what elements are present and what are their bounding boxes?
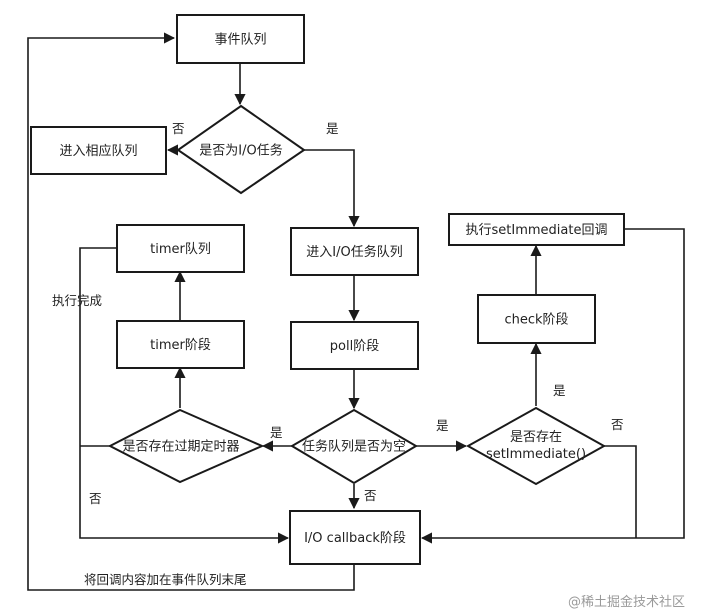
- node-enter-io-queue-label: 进入I/O任务队列: [306, 244, 402, 260]
- edge-callback-to-event-queue: [27, 32, 355, 591]
- node-poll-phase: poll阶段: [290, 321, 419, 370]
- node-is-io-task-label: 是否为I/O任务: [199, 143, 282, 159]
- node-event-queue: 事件队列: [176, 14, 305, 64]
- edge-io-yes: [304, 149, 360, 228]
- edge-label-push-back: 将回调内容加在事件队列末尾: [84, 572, 247, 587]
- edge-label-immediate-yes: 是: [553, 383, 566, 398]
- edge-label-empty-yes: 是: [436, 418, 449, 433]
- edge-label-timer-yes: 是: [270, 425, 283, 440]
- edge-label-empty-no: 否: [364, 488, 377, 503]
- node-check-phase-label: check阶段: [504, 313, 568, 328]
- node-timer-phase-label: timer阶段: [150, 338, 211, 353]
- node-io-callback-label: I/O callback阶段: [304, 531, 406, 546]
- node-timer-queue-label: timer队列: [150, 242, 211, 257]
- node-queue-empty-label: 任务队列是否为空: [302, 439, 406, 455]
- edge-label-io-yes: 是: [326, 121, 339, 136]
- node-exec-set-immediate: 执行setImmediate回调: [448, 213, 625, 246]
- node-io-callback: I/O callback阶段: [289, 510, 421, 565]
- node-expired-timer: 是否存在过期定时器: [107, 408, 265, 484]
- node-check-phase: check阶段: [477, 294, 596, 344]
- node-enter-queue-label: 进入相应队列: [59, 143, 137, 159]
- edge-label-io-no: 否: [172, 121, 185, 136]
- watermark: @稀土掘金技术社区: [568, 594, 685, 610]
- edge-label-timer-no: 否: [89, 491, 102, 506]
- node-poll-phase-label: poll阶段: [330, 339, 379, 354]
- node-set-immediate-question: 是否存在 setImmediate(): [465, 406, 607, 486]
- node-enter-io-queue: 进入I/O任务队列: [290, 227, 419, 276]
- node-timer-phase: timer阶段: [116, 320, 245, 369]
- node-is-io-task: 是否为I/O任务: [176, 104, 306, 195]
- edge-exec-to-callback: [420, 228, 685, 544]
- node-event-queue-label: 事件队列: [214, 33, 266, 48]
- node-exec-set-immediate-label: 执行setImmediate回调: [466, 223, 608, 238]
- node-expired-timer-label: 是否存在过期定时器: [122, 440, 239, 455]
- edge-label-done: 执行完成: [52, 293, 102, 308]
- node-enter-queue: 进入相应队列: [30, 126, 167, 175]
- node-set-immediate-question-line1: 是否存在: [510, 430, 562, 445]
- edge-labels: 否 是 执行完成 是 是 否 否 是 否 将回调内容加在事件队列末尾: [52, 121, 624, 587]
- edge-label-immediate-no: 否: [611, 417, 624, 432]
- node-queue-empty: 任务队列是否为空: [290, 408, 418, 485]
- node-set-immediate-question-line2: setImmediate(): [486, 447, 586, 462]
- node-timer-queue: timer队列: [116, 224, 245, 273]
- edge-timer-done: [79, 247, 290, 544]
- edge-immediate-no: [604, 445, 637, 538]
